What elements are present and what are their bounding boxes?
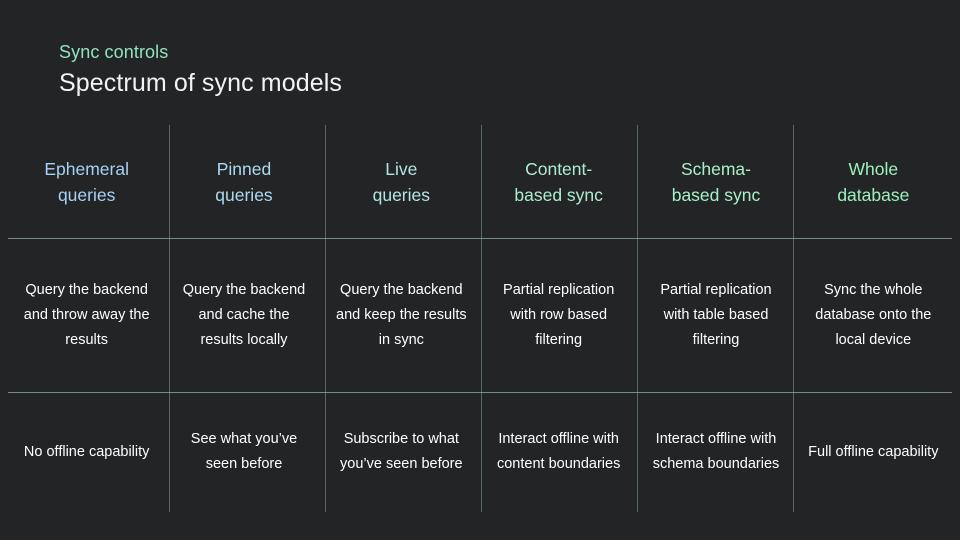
header-line-1: Schema- (680, 158, 751, 179)
table-row-divider (8, 238, 952, 239)
header-line-2: queries (215, 184, 273, 205)
header-line-1: Content- (525, 158, 593, 179)
table-cell-description-whole-database: Sync the whole database onto the local d… (815, 281, 932, 348)
table-column-divider (793, 125, 794, 512)
table-cell-offline-schema-based-sync: Interact offline with schema boundaries (652, 431, 780, 472)
table-grid: Ephemeral queries Pinned queries Live qu… (8, 125, 952, 512)
header-line-2: based sync (671, 184, 761, 205)
sync-models-table: Ephemeral queries Pinned queries Live qu… (8, 125, 952, 512)
table-cell-description-ephemeral-queries: Query the backend and throw away the res… (23, 281, 150, 348)
table-column-divider (481, 125, 482, 512)
header-line-2: queries (57, 184, 116, 205)
page-title: Spectrum of sync models (59, 69, 342, 97)
table-header-cell-schema-based-sync: Schema- based sync (637, 125, 794, 238)
table-column-divider (637, 125, 638, 512)
header-line-1: Pinned (216, 158, 272, 179)
table-cell-description-live-queries: Query the backend and keep the results i… (336, 281, 467, 348)
table-cell-offline-pinned-queries: See what you’ve seen before (190, 431, 298, 472)
header-line-1: Ephemeral (44, 158, 129, 179)
table-row-divider (8, 392, 952, 393)
table-cell-offline-whole-database: Full offline capability (808, 443, 939, 460)
table-header-cell-ephemeral-queries: Ephemeral queries (8, 125, 165, 238)
table-cell-offline-live-queries: Subscribe to what you’ve seen before (340, 431, 463, 472)
header-line-2: database (837, 184, 910, 205)
table-header-cell-live-queries: Live queries (323, 125, 480, 238)
table-column-divider (325, 125, 326, 512)
header-line-2: based sync (514, 184, 603, 205)
slide-header: Sync controls Spectrum of sync models (59, 40, 342, 99)
header-line-1: Live (385, 158, 418, 179)
table-header-cell-pinned-queries: Pinned queries (165, 125, 322, 238)
header-line-1: Whole (848, 158, 899, 179)
table-cell-description-content-based-sync: Partial replication with row based filte… (503, 281, 615, 348)
table-cell-offline-content-based-sync: Interact offline with content boundaries (496, 431, 621, 472)
table-header-cell-whole-database: Whole database (795, 125, 952, 238)
table-cell-description-pinned-queries: Query the backend and cache the results … (182, 281, 306, 348)
table-cell-offline-ephemeral-queries: No offline capability (23, 443, 150, 460)
eyebrow-label: Sync controls (59, 42, 169, 62)
table-cell-description-schema-based-sync: Partial replication with table based fil… (660, 281, 772, 348)
table-header-cell-content-based-sync: Content- based sync (480, 125, 637, 238)
header-line-2: queries (372, 184, 431, 205)
table-column-divider (169, 125, 170, 512)
